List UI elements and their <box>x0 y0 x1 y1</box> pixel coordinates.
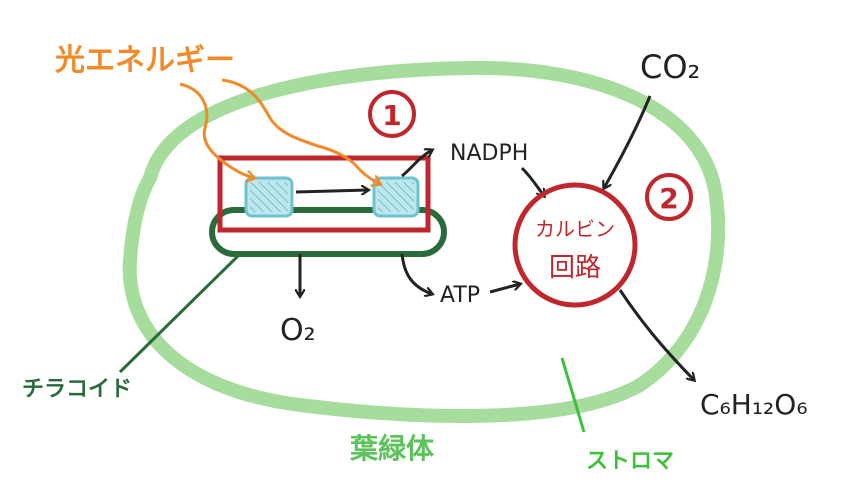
nadph-label: NADPH <box>450 141 528 166</box>
step-1-number: 1 <box>382 99 401 132</box>
calvin-label-line2: 回路 <box>549 253 601 283</box>
electron-transfer-arrow <box>295 190 368 192</box>
stroma-label: ストロマ <box>586 449 674 474</box>
step-2-marker: 2 <box>645 173 693 221</box>
light-arrow-left <box>179 82 254 178</box>
stroma-pointer <box>560 357 586 433</box>
photosystem-left <box>244 176 294 218</box>
thylakoid-pointer <box>118 252 242 374</box>
nadph-arrow <box>401 150 432 178</box>
atp-arrow <box>400 253 432 294</box>
light-energy-label: 光エネルギー <box>55 43 235 78</box>
calvin-label-line1: カルビン <box>535 217 615 241</box>
thylakoid-label: チラコイド <box>22 377 132 402</box>
chloroplast-label: 葉緑体 <box>349 432 435 465</box>
co2-arrow <box>604 95 652 188</box>
glucose-label: C₆H₁₂O₆ <box>700 388 808 421</box>
chloroplast-outline <box>122 60 726 424</box>
thylakoid-box <box>217 155 431 233</box>
thylakoid-membrane <box>209 207 447 257</box>
atp-to-calvin-arrow <box>489 284 520 294</box>
photosystem-right <box>372 176 420 218</box>
light-arrow-right <box>221 78 380 184</box>
step-2-number: 2 <box>659 182 678 215</box>
calvin-cycle: カルビン 回路 <box>512 182 638 308</box>
oxygen-label: O₂ <box>280 313 316 348</box>
atp-label: ATP <box>440 283 480 308</box>
step-1-marker: 1 <box>368 90 416 138</box>
glucose-arrow <box>618 289 694 380</box>
co2-label: CO₂ <box>640 48 700 86</box>
nadph-to-calvin-arrow <box>520 166 544 196</box>
